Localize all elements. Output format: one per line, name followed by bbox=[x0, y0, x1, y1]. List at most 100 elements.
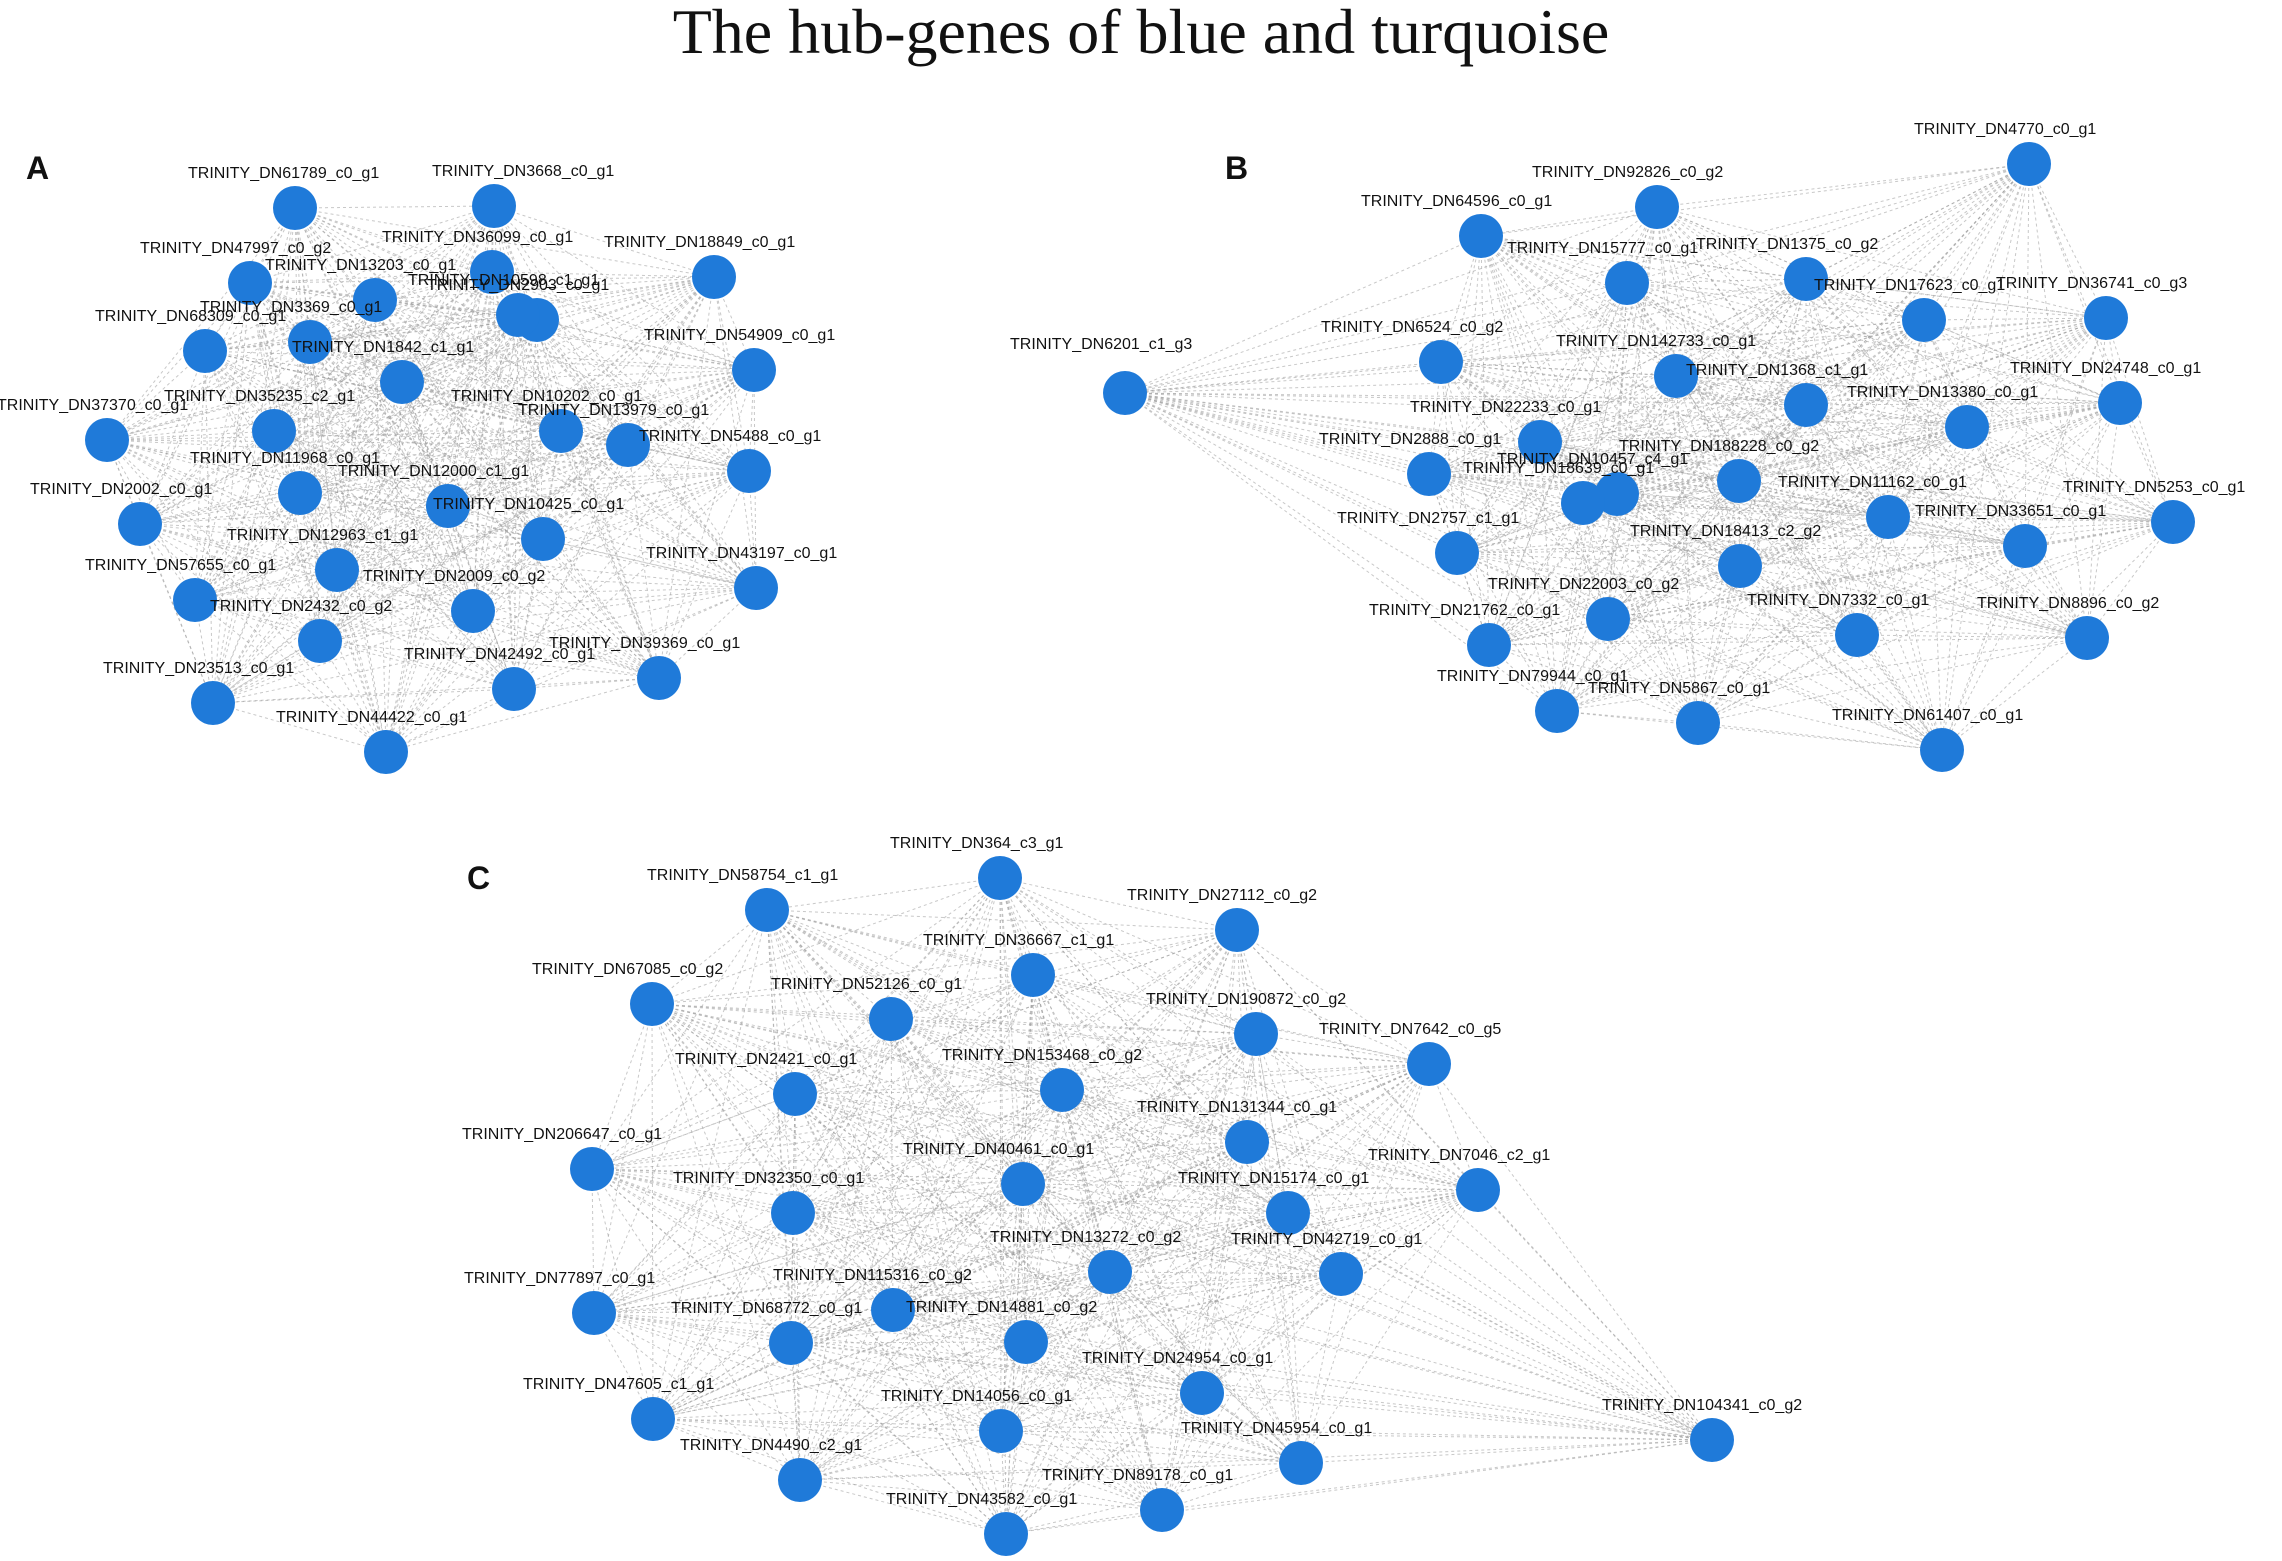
gene-label: TRINITY_DN36667_c1_g1 bbox=[923, 932, 1114, 949]
gene-node[interactable] bbox=[1234, 1012, 1278, 1056]
edge-c bbox=[651, 1003, 1007, 1535]
edge-b bbox=[1440, 361, 1458, 554]
gene-node[interactable] bbox=[1690, 1418, 1734, 1462]
gene-node[interactable] bbox=[1902, 298, 1946, 342]
gene-node[interactable] bbox=[871, 1288, 915, 1332]
gene-node[interactable] bbox=[85, 418, 129, 462]
gene-node[interactable] bbox=[1279, 1441, 1323, 1485]
gene-node[interactable] bbox=[1835, 613, 1879, 657]
edge-b bbox=[1656, 163, 2030, 208]
gene-node[interactable] bbox=[1459, 214, 1503, 258]
gene-node[interactable] bbox=[426, 484, 470, 528]
gene-node[interactable] bbox=[173, 578, 217, 622]
edge-b bbox=[1480, 206, 1658, 237]
gene-node[interactable] bbox=[572, 1291, 616, 1335]
gene-node[interactable] bbox=[734, 566, 778, 610]
gene-node[interactable] bbox=[2003, 524, 2047, 568]
gene-node[interactable] bbox=[1784, 383, 1828, 427]
gene-node[interactable] bbox=[978, 856, 1022, 900]
edge-b bbox=[1697, 516, 1889, 724]
gene-node[interactable] bbox=[2084, 296, 2128, 340]
gene-node[interactable] bbox=[1103, 371, 1147, 415]
gene-node[interactable] bbox=[1225, 1120, 1269, 1164]
gene-node[interactable] bbox=[692, 255, 736, 299]
gene-node[interactable] bbox=[1605, 261, 1649, 305]
gene-node[interactable] bbox=[1435, 531, 1479, 575]
edge-c bbox=[651, 1003, 1713, 1441]
gene-node[interactable] bbox=[228, 261, 272, 305]
gene-node[interactable] bbox=[288, 320, 332, 364]
gene-node[interactable] bbox=[631, 1397, 675, 1441]
gene-node[interactable] bbox=[1011, 953, 1055, 997]
gene-node[interactable] bbox=[315, 548, 359, 592]
gene-node[interactable] bbox=[984, 1512, 1028, 1556]
gene-node[interactable] bbox=[2065, 616, 2109, 660]
gene-node[interactable] bbox=[1676, 701, 1720, 745]
gene-node[interactable] bbox=[1866, 495, 1910, 539]
gene-node[interactable] bbox=[869, 997, 913, 1041]
gene-node[interactable] bbox=[1595, 472, 1639, 516]
gene-node[interactable] bbox=[1561, 481, 1605, 525]
edge-c bbox=[652, 877, 1001, 1420]
gene-node[interactable] bbox=[472, 184, 516, 228]
gene-node[interactable] bbox=[1040, 1068, 1084, 1112]
gene-node[interactable] bbox=[979, 1409, 1023, 1453]
gene-node[interactable] bbox=[1467, 623, 1511, 667]
gene-node[interactable] bbox=[191, 681, 235, 725]
gene-node[interactable] bbox=[2098, 381, 2142, 425]
gene-node[interactable] bbox=[1456, 1168, 1500, 1212]
gene-node[interactable] bbox=[1920, 728, 1964, 772]
gene-node[interactable] bbox=[1535, 689, 1579, 733]
edge-b bbox=[1428, 404, 1807, 475]
gene-node[interactable] bbox=[470, 250, 514, 294]
gene-node[interactable] bbox=[2151, 500, 2195, 544]
gene-node[interactable] bbox=[773, 1072, 817, 1116]
gene-node[interactable] bbox=[630, 982, 674, 1026]
gene-node[interactable] bbox=[1784, 257, 1828, 301]
gene-node[interactable] bbox=[1004, 1320, 1048, 1364]
gene-node[interactable] bbox=[353, 278, 397, 322]
gene-node[interactable] bbox=[1419, 340, 1463, 384]
gene-node[interactable] bbox=[496, 293, 540, 337]
gene-node[interactable] bbox=[183, 329, 227, 373]
gene-node[interactable] bbox=[606, 423, 650, 467]
gene-node[interactable] bbox=[1001, 1162, 1045, 1206]
gene-node[interactable] bbox=[380, 360, 424, 404]
gene-node[interactable] bbox=[2007, 142, 2051, 186]
gene-label: TRINITY_DN7642_c0_g5 bbox=[1319, 1021, 1501, 1038]
gene-node[interactable] bbox=[539, 409, 583, 453]
edge-c bbox=[792, 1212, 1203, 1394]
gene-node[interactable] bbox=[1717, 459, 1761, 503]
gene-node[interactable] bbox=[1518, 420, 1562, 464]
gene-node[interactable] bbox=[1718, 544, 1762, 588]
gene-node[interactable] bbox=[778, 1458, 822, 1502]
gene-node[interactable] bbox=[1266, 1191, 1310, 1235]
gene-node[interactable] bbox=[252, 409, 296, 453]
gene-node[interactable] bbox=[451, 589, 495, 633]
gene-node[interactable] bbox=[732, 348, 776, 392]
gene-node[interactable] bbox=[745, 888, 789, 932]
gene-node[interactable] bbox=[492, 667, 536, 711]
gene-node[interactable] bbox=[1635, 185, 1679, 229]
gene-node[interactable] bbox=[727, 449, 771, 493]
gene-node[interactable] bbox=[637, 656, 681, 700]
gene-node[interactable] bbox=[278, 471, 322, 515]
gene-node[interactable] bbox=[118, 502, 162, 546]
gene-node[interactable] bbox=[1180, 1371, 1224, 1415]
gene-node[interactable] bbox=[1407, 1042, 1451, 1086]
gene-node[interactable] bbox=[298, 619, 342, 663]
gene-node[interactable] bbox=[273, 186, 317, 230]
gene-node[interactable] bbox=[1407, 452, 1451, 496]
gene-node[interactable] bbox=[1215, 908, 1259, 952]
gene-node[interactable] bbox=[771, 1191, 815, 1235]
gene-node[interactable] bbox=[570, 1147, 614, 1191]
gene-node[interactable] bbox=[1945, 405, 1989, 449]
gene-node[interactable] bbox=[521, 517, 565, 561]
gene-node[interactable] bbox=[1140, 1488, 1184, 1532]
gene-node[interactable] bbox=[1319, 1252, 1363, 1296]
gene-node[interactable] bbox=[1586, 597, 1630, 641]
gene-node[interactable] bbox=[1654, 354, 1698, 398]
gene-node[interactable] bbox=[769, 1321, 813, 1365]
gene-node[interactable] bbox=[364, 730, 408, 774]
gene-node[interactable] bbox=[1088, 1250, 1132, 1294]
